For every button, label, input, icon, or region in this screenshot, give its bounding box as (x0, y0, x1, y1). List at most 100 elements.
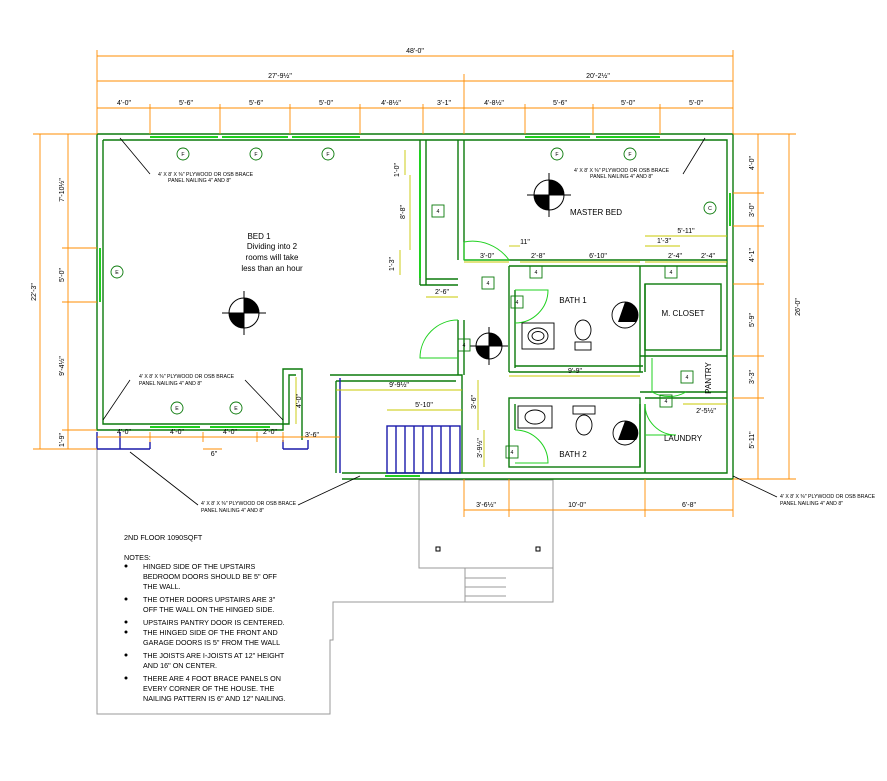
bed1-note-line1: Dividing into 2 (247, 242, 298, 251)
top-seg-7: 4'-8½" (484, 99, 504, 107)
dim-inner-6: 11" (520, 239, 530, 246)
door-tag-7: 4 (686, 375, 689, 381)
dim-inner-1: 1'-0" (394, 163, 401, 177)
door-swings (419, 240, 687, 464)
dim-inner-11: 2'-4" (668, 253, 682, 260)
brace-note-3-line2: PANEL NAILING 4" AND 8" (139, 381, 202, 387)
note-3-line1: UPSTAIRS PANTRY DOOR IS CENTERED. (143, 618, 285, 627)
dim-inner-19: 2'-5½" (696, 407, 716, 415)
dim-left-width: 27'-9½" (268, 72, 292, 80)
dim-inner-7: 2'-8" (531, 253, 545, 260)
dim-right-seg5: 3'-3" (749, 370, 756, 384)
door-tag-labels: 4 4 4 4 4 4 4 4 4 (437, 209, 689, 456)
top-seg-6: 3'-1" (437, 100, 451, 107)
dim-left-total: 22'-3" (31, 283, 38, 301)
brace-note-4-line2: PANEL NAILING 4" AND 8" (201, 508, 264, 514)
window-tag-f1: F (181, 152, 184, 158)
top-seg-10: 5'-0" (689, 100, 703, 107)
bed1-note-line2: rooms will take (246, 253, 299, 262)
dim-inner-16: 4'-0" (296, 394, 303, 408)
note-6-line1: THERE ARE 4 FOOT BRACE PANELS ON (143, 674, 281, 683)
inner-dimension-lines (295, 150, 727, 467)
dim-inner-8: 6'-10" (589, 253, 607, 260)
dim-bottom-seg6: 6" (211, 451, 218, 458)
brace-note-5-line2: PANEL NAILING 4" AND 8" (780, 501, 843, 507)
window-tags (110, 147, 717, 415)
note-2-line1: THE OTHER DOORS UPSTAIRS ARE 3" (143, 595, 276, 604)
dim-inner-12: 2'-4" (701, 253, 715, 260)
dim-right-seg2: 3'-0" (749, 203, 756, 217)
dim-inner-4: 2'-6" (435, 289, 449, 296)
door-tag-3: 4 (535, 270, 538, 276)
stair-and-framing (96, 378, 461, 474)
dim-bottom-seg4: 2'-0" (263, 429, 277, 436)
brace-note-1-line1: 4' X 8' X ⅜" PLYWOOD OR OSB BRACE (158, 172, 254, 178)
room-label-bath1: BATH 1 (559, 296, 587, 305)
note-2-line2: OFF THE WALL ON THE HINGED SIDE. (143, 605, 274, 614)
window-tag-f3: F (326, 152, 329, 158)
dim-inner-13: 9'-9" (568, 368, 582, 375)
brace-note-4-line1: 4' X 8' X ⅜" PLYWOOD OR OSB BRACE (201, 501, 297, 507)
note-1-line2: BEDROOM DOORS SHOULD BE 5" OFF (143, 572, 278, 581)
dim-bottom-seg3: 4'-0" (223, 429, 237, 436)
dim-bottom-right3: 6'-8" (682, 502, 696, 509)
room-label-bath2: BATH 2 (559, 450, 587, 459)
note-5-line2: AND 16" ON CENTER. (143, 661, 217, 670)
top-seg-9: 5'-0" (621, 100, 635, 107)
dim-left-seg4: 1'-9" (59, 433, 66, 447)
brace-note-5-line1: 4' X 8' X ⅜" PLYWOOD OR OSB BRACE (780, 494, 876, 500)
dim-right-seg1: 4'-0" (749, 156, 756, 170)
door-tag-6: 4 (463, 343, 466, 349)
dim-bottom-seg1: 4'-0" (117, 429, 131, 436)
room-label-bed1: BED 1 (247, 232, 271, 241)
outer-walls (96, 133, 734, 480)
top-dimension-lines (96, 50, 734, 134)
dim-right-total: 26'-0" (795, 298, 802, 316)
lower-outline (96, 446, 554, 715)
brace-note-2-line2: PANEL NAILING 4" AND 8" (590, 174, 653, 180)
top-seg-3: 5'-6" (249, 100, 263, 107)
dim-inner-18: 3'-9½" (476, 438, 484, 458)
door-tag-5: 4 (670, 270, 673, 276)
windows (99, 136, 731, 477)
note-5-line1: THE JOISTS ARE I-JOISTS AT 12" HEIGHT (143, 651, 285, 660)
note-6-line3: NAILING PATTERN IS 6" AND 12" NAILING. (143, 694, 286, 703)
dim-left-seg2: 5'-0" (59, 268, 66, 282)
dim-inner-5: 3'-0" (480, 253, 494, 260)
window-tag-f2: F (254, 152, 257, 158)
dim-bottom-right2: 10'-0" (568, 502, 586, 509)
door-tag-9: 4 (511, 450, 514, 456)
room-label-master: MASTER BED (570, 208, 622, 217)
right-dimension-lines (733, 133, 796, 480)
dim-right-seg4: 5'-9" (749, 313, 756, 327)
room-label-laundry: LAUNDRY (664, 434, 703, 443)
dim-left-seg3: 9'-4½" (58, 356, 66, 376)
bed1-note-line3: less than an hour (241, 264, 303, 273)
note-6-line2: EVERY CORNER OF THE HOUSE. THE (143, 684, 274, 693)
brace-note-3-line1: 4' X 8' X ⅜" PLYWOOD OR OSB BRACE (139, 374, 235, 380)
dim-bottom-seg2: 4'-0" (170, 429, 184, 436)
dim-left-seg1: 7'-10½" (58, 178, 66, 202)
note-1-line3: THE WALL. (143, 582, 181, 591)
left-dimension-lines (33, 133, 97, 450)
top-seg-5: 4'-8½" (381, 99, 401, 107)
dim-right-width: 20'-2½" (586, 72, 610, 80)
dim-inner-9: 5'-11" (677, 228, 695, 235)
room-label-pantry: PANTRY (704, 361, 713, 393)
window-tag-f4: F (555, 152, 558, 158)
brace-note-2-line1: 4' X 8' X ⅜" PLYWOOD OR OSB BRACE (574, 168, 670, 174)
dim-inner-10: 1'-3" (657, 238, 671, 245)
note-4-line1: THE HINGED SIDE OF THE FRONT AND (143, 628, 278, 637)
notes-title: NOTES: (124, 553, 151, 562)
window-tag-e2: E (175, 406, 179, 412)
top-seg-2: 5'-6" (179, 100, 193, 107)
door-tag-2: 4 (487, 281, 490, 287)
window-tag-f5: F (628, 152, 631, 158)
dim-total-width: 48'-0" (406, 48, 424, 55)
dim-right-seg6: 5'-11" (749, 431, 756, 449)
dim-inner-17: 3'-6" (471, 395, 478, 409)
brace-leaders (102, 137, 778, 506)
note-1-line1: HINGED SIDE OF THE UPSTAIRS (143, 562, 256, 571)
